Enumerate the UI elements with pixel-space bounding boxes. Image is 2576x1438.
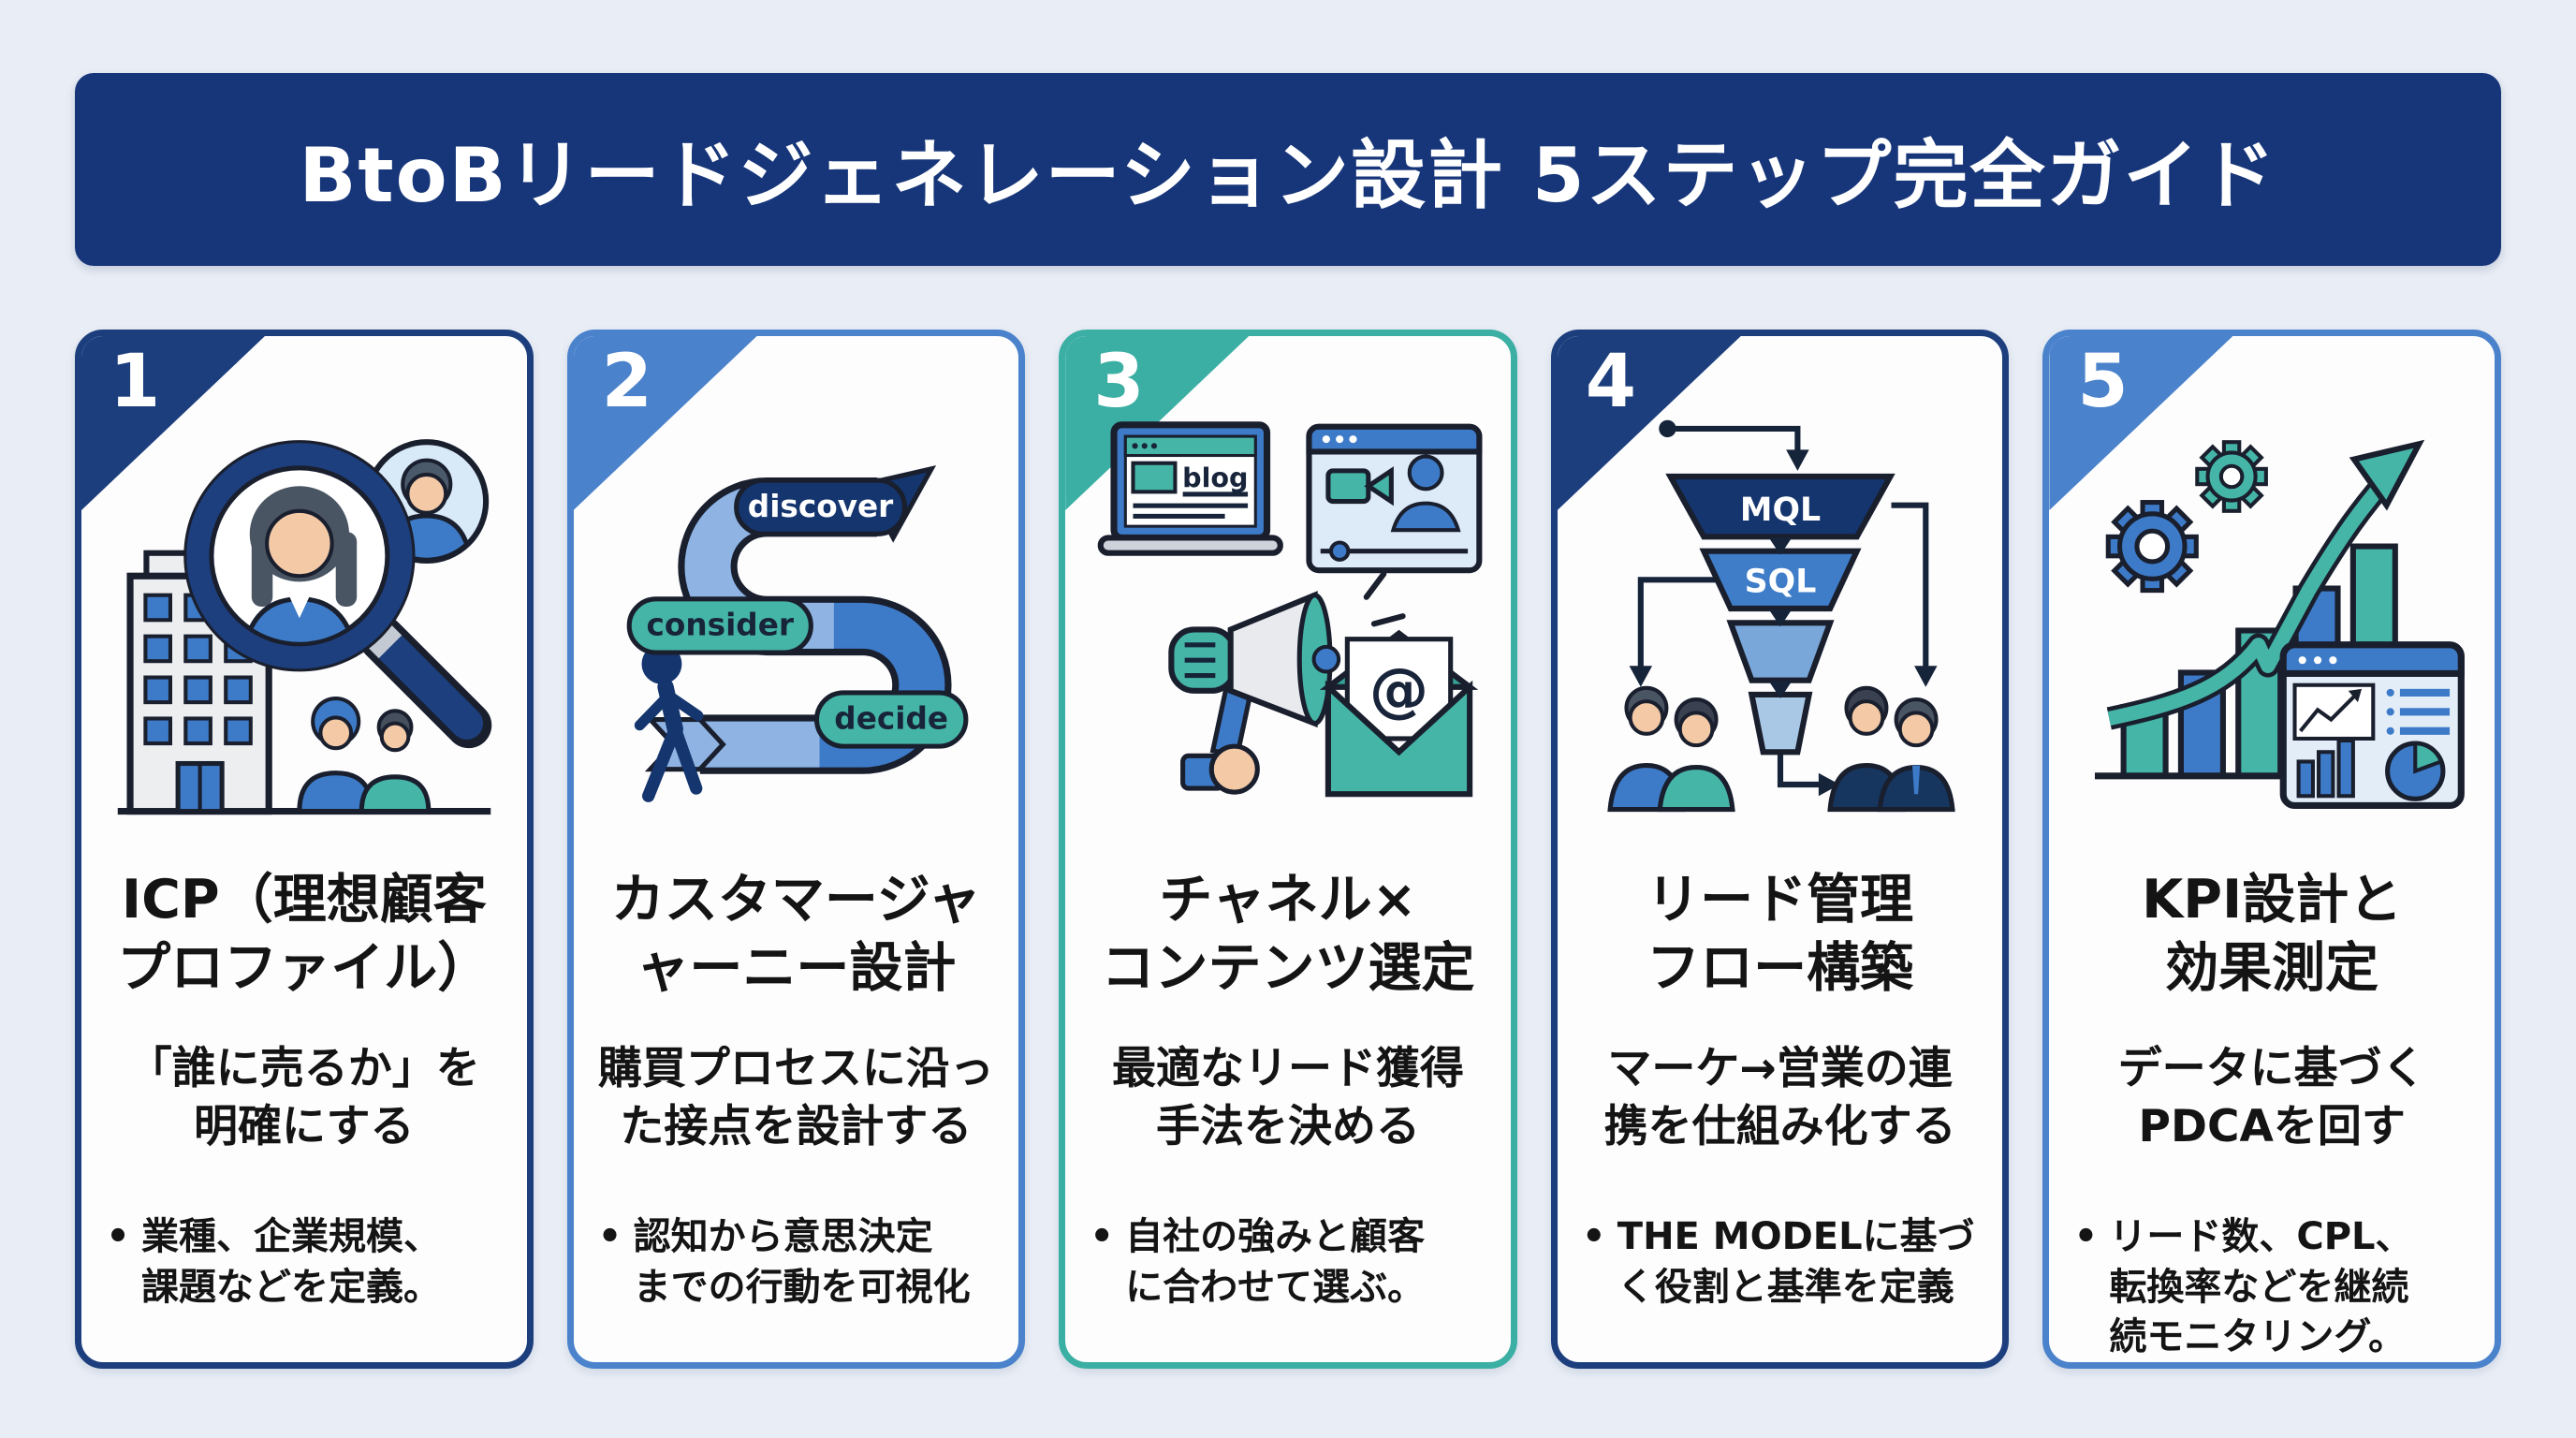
step-2-title: カスタマージャ ャーニー設計 <box>610 869 981 999</box>
steps-row: 1 <box>75 330 2501 1369</box>
step-card-5: 5 <box>2042 330 2501 1369</box>
step-3-subtitle: 最適なリード獲得 手法を決める <box>1111 1043 1464 1153</box>
svg-text:SQL: SQL <box>1744 564 1816 601</box>
dashboard-panel-icon <box>2279 641 2466 810</box>
bullet-dot: • <box>1090 1215 1114 1258</box>
step-card-3: 3 blog <box>1059 330 1517 1369</box>
journey-stage-pill-decide: decide <box>814 690 969 749</box>
journey-illustration: discover consider decide <box>627 465 969 802</box>
svg-text:decide: decide <box>835 701 949 737</box>
kpi-illustration <box>2095 439 2466 810</box>
svg-text:discover: discover <box>748 489 894 524</box>
step-5-bullet: • リード数、CPL、 転換率などを継続 続モニタリング。 <box>2049 1212 2495 1362</box>
channels-content-icon: blog <box>1065 385 1511 832</box>
blog-laptop-icon: blog <box>1097 421 1283 556</box>
gear-icon <box>2105 440 2269 594</box>
step-4-number: 4 <box>1585 340 1637 424</box>
step-4-title: リード管理 フロー構築 <box>1647 869 1914 999</box>
step-4-subtitle: マーケ→営業の連 携を仕組み化する <box>1603 1043 1956 1153</box>
email-envelope-icon: @ <box>1319 629 1479 798</box>
header-banner: BtoBリードジェネレーション設計 5ステップ完全ガイド <box>75 73 2501 266</box>
magnifier-customer-search-icon <box>81 385 527 832</box>
step-3-number: 3 <box>1093 340 1145 424</box>
journey-stage-pill-discover: discover <box>734 477 908 536</box>
step-2-subtitle: 購買プロセスに沿っ た接点を設計する <box>597 1043 994 1153</box>
step-1-number: 1 <box>110 340 161 424</box>
step-2-bullet: • 認知から意思決定 までの行動を可視化 <box>574 1212 1019 1313</box>
svg-text:consider: consider <box>647 608 795 643</box>
bullet-dot: • <box>106 1215 130 1258</box>
sales-team-figures <box>1826 685 1955 813</box>
step-1-subtitle: 「誰に売るか」を 明確にする <box>127 1043 480 1153</box>
svg-text:blog: blog <box>1182 462 1248 493</box>
icp-illustration <box>117 439 492 815</box>
step-1-title: ICP（理想顧客 プロファイル） <box>117 869 491 999</box>
bullet-dot: • <box>1581 1215 1606 1258</box>
funnel-illustration: MQL SQL <box>1606 419 1955 813</box>
step-card-1: 1 <box>75 330 534 1369</box>
page-title: BtoBリードジェネレーション設計 5ステップ完全ガイド <box>299 132 2277 219</box>
bullet-dot: • <box>2073 1215 2099 1258</box>
growth-arrow-icon <box>2106 439 2425 730</box>
kpi-growth-dashboard-icon <box>2049 385 2495 832</box>
step-card-4: 4 MQL SQL <box>1550 330 2010 1369</box>
svg-text:MQL: MQL <box>1739 492 1820 529</box>
video-webinar-icon <box>1306 423 1483 574</box>
step-5-subtitle: データに基づく PDCAを回す <box>2117 1043 2426 1153</box>
step-3-title: チャネル× コンテンツ選定 <box>1101 869 1475 999</box>
bullet-dot: • <box>597 1215 622 1258</box>
step-3-bullet: • 自社の強みと顧客 に合わせて選ぶ。 <box>1065 1212 1511 1313</box>
step-2-number: 2 <box>601 340 652 424</box>
journey-stage-pill-consider: consider <box>627 596 814 655</box>
step-card-2: 2 discover <box>566 330 1026 1369</box>
lead-funnel-icon: MQL SQL <box>1558 385 2003 832</box>
step-5-title: KPI設計と 効果測定 <box>2142 869 2403 999</box>
step-1-bullet: • 業種、企業規模、 課題などを定義。 <box>81 1212 527 1313</box>
channels-illustration: blog <box>1097 421 1483 798</box>
step-4-bullet: • THE MODELに基づ く役割と基準を定義 <box>1558 1212 2003 1313</box>
megaphone-icon <box>1168 571 1406 795</box>
journey-path-icon: discover consider decide <box>574 385 1019 832</box>
svg-text:@: @ <box>1369 654 1428 724</box>
step-5-number: 5 <box>2077 340 2129 424</box>
marketing-team-figures <box>1606 685 1735 813</box>
